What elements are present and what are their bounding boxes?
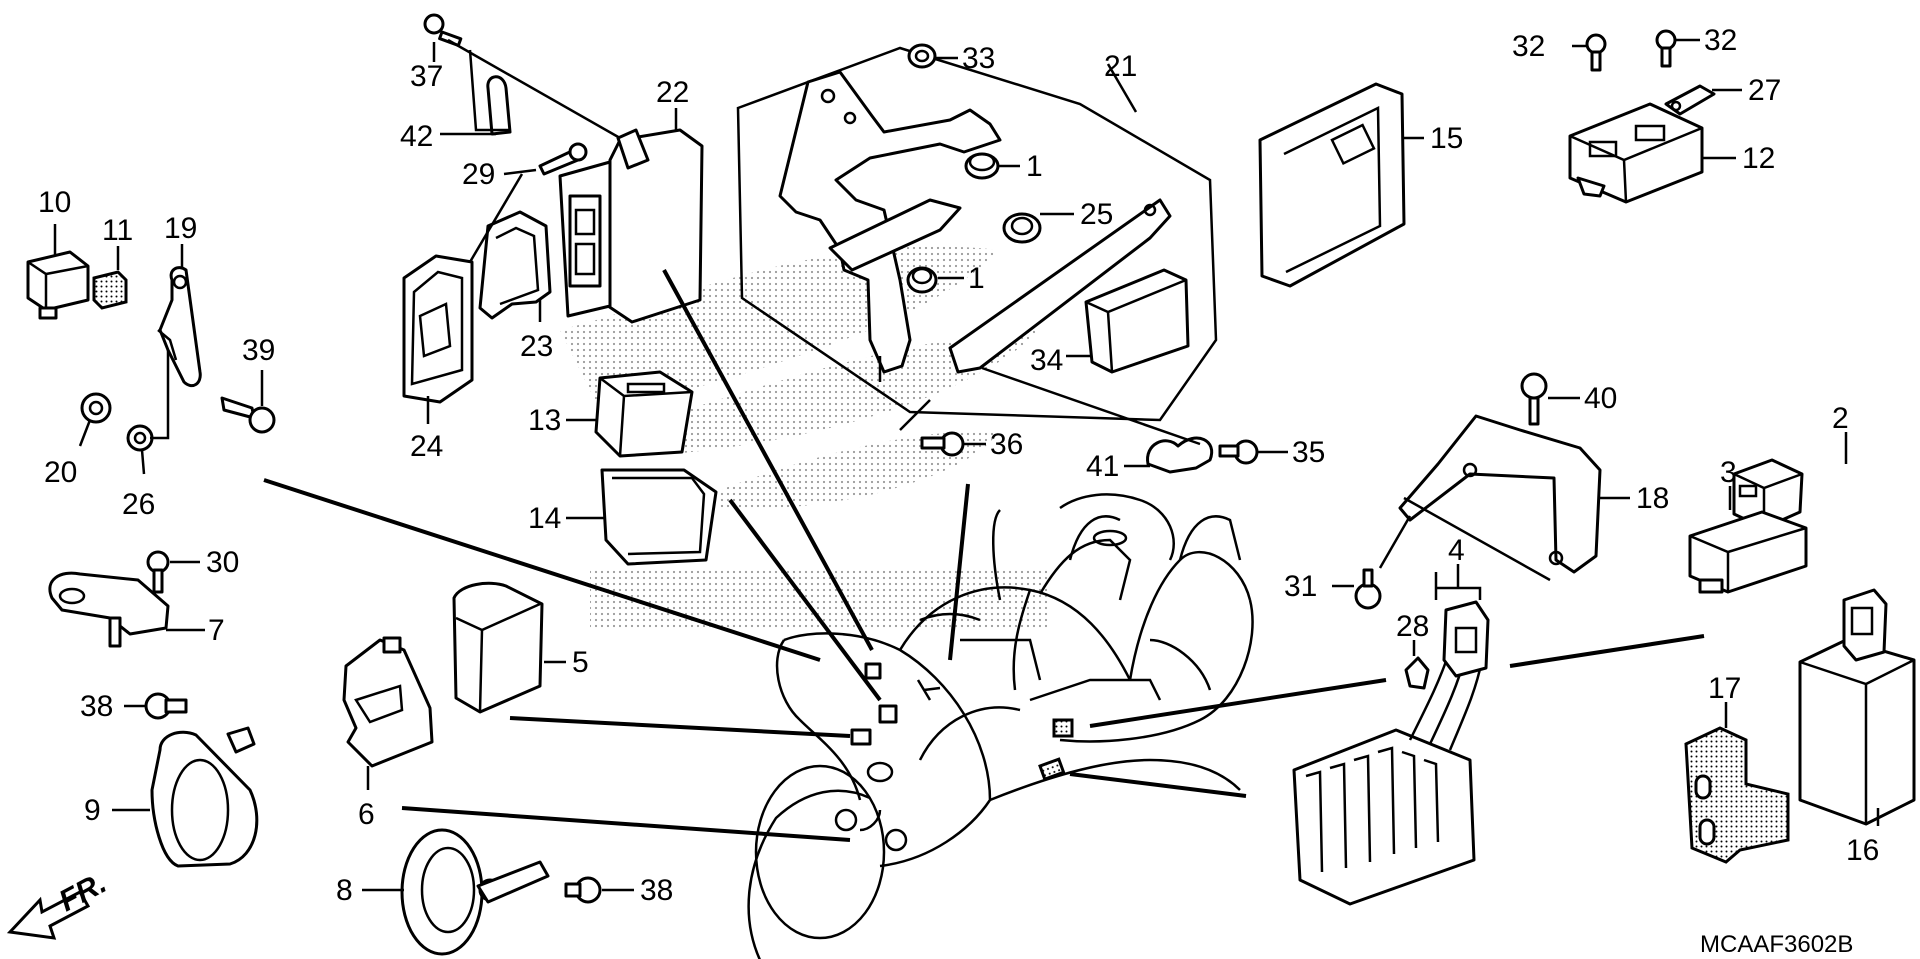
label-23: 23 bbox=[520, 330, 553, 363]
part-32-screw-left[interactable] bbox=[1572, 33, 1607, 72]
label-11: 11 bbox=[102, 214, 133, 247]
label-25: 25 bbox=[1080, 198, 1113, 231]
part-6-holder[interactable] bbox=[342, 636, 434, 790]
part-16-unit[interactable] bbox=[1798, 588, 1916, 826]
diagram-code: MCAAF3602B bbox=[1700, 931, 1853, 958]
label-2: 2 bbox=[1832, 402, 1849, 435]
label-22: 22 bbox=[656, 76, 689, 109]
part-14-module[interactable] bbox=[566, 468, 718, 566]
label-9: 9 bbox=[84, 794, 101, 827]
label-1-lower: 1 bbox=[968, 262, 985, 295]
label-27: 27 bbox=[1748, 74, 1781, 107]
label-24: 24 bbox=[410, 430, 443, 463]
part-12-unit[interactable] bbox=[1568, 102, 1736, 204]
part-40-bolt[interactable] bbox=[1520, 372, 1580, 426]
part-10-relay[interactable] bbox=[26, 224, 90, 320]
label-42: 42 bbox=[400, 120, 433, 153]
label-41: 41 bbox=[1086, 450, 1119, 483]
motorcycle-outline bbox=[747, 493, 1254, 959]
part-3-connector[interactable] bbox=[1688, 486, 1808, 594]
part-23-seal[interactable] bbox=[478, 210, 552, 322]
label-20: 20 bbox=[44, 456, 77, 489]
label-10: 10 bbox=[38, 186, 71, 219]
label-16: 16 bbox=[1846, 834, 1879, 867]
label-38-left: 38 bbox=[80, 690, 113, 723]
label-12: 12 bbox=[1742, 142, 1775, 175]
part-37-screw[interactable] bbox=[423, 13, 463, 62]
label-32-right: 32 bbox=[1704, 24, 1737, 57]
part-15-ecu[interactable] bbox=[1258, 82, 1424, 288]
part-7-sensor[interactable] bbox=[48, 571, 205, 648]
part-33-nut[interactable] bbox=[907, 43, 958, 69]
label-17: 17 bbox=[1708, 672, 1741, 705]
label-28: 28 bbox=[1396, 610, 1429, 643]
label-33: 33 bbox=[962, 42, 995, 75]
label-5: 5 bbox=[572, 646, 589, 679]
part-5-pad[interactable] bbox=[452, 581, 566, 714]
label-3: 3 bbox=[1720, 456, 1737, 489]
part-36-bolt[interactable] bbox=[920, 431, 986, 457]
part-39-bolt[interactable] bbox=[220, 370, 276, 434]
label-7: 7 bbox=[208, 614, 225, 647]
part-30-bolt[interactable] bbox=[146, 550, 200, 594]
label-36: 36 bbox=[990, 428, 1023, 461]
label-26: 26 bbox=[122, 488, 155, 521]
part-4-regulator[interactable] bbox=[1292, 564, 1490, 906]
part-27-stay[interactable] bbox=[1664, 84, 1742, 116]
label-32-left: 32 bbox=[1512, 30, 1545, 63]
label-39: 39 bbox=[242, 334, 275, 367]
label-40: 40 bbox=[1584, 382, 1617, 415]
part-32-screw-right[interactable] bbox=[1655, 29, 1700, 68]
part-18-bracket[interactable] bbox=[1398, 414, 1630, 574]
leader-lines bbox=[263, 269, 1705, 842]
part-1-grommet-lower[interactable] bbox=[906, 266, 964, 294]
label-6: 6 bbox=[358, 798, 375, 831]
label-4: 4 bbox=[1448, 534, 1465, 567]
label-37: 37 bbox=[410, 60, 443, 93]
part-8-horn[interactable] bbox=[362, 828, 550, 956]
label-34: 34 bbox=[1030, 344, 1063, 377]
part-24-bracket[interactable] bbox=[402, 254, 474, 424]
part-42-clip[interactable] bbox=[440, 49, 512, 136]
part-17-cover[interactable] bbox=[1684, 702, 1790, 864]
part-25-grommet[interactable] bbox=[1002, 212, 1074, 244]
label-31: 31 bbox=[1284, 570, 1317, 603]
part-41-clamp[interactable] bbox=[1124, 436, 1214, 474]
part-29-bolt[interactable] bbox=[503, 142, 588, 176]
part-11-pad[interactable] bbox=[92, 246, 128, 310]
part-34-pad[interactable] bbox=[1066, 268, 1190, 374]
label-21: 21 bbox=[1104, 50, 1137, 83]
label-15: 15 bbox=[1430, 122, 1463, 155]
label-29: 29 bbox=[462, 158, 495, 191]
part-2-connector[interactable] bbox=[1732, 432, 1848, 530]
part-13-module[interactable] bbox=[566, 370, 694, 458]
part-38-bolt-left[interactable] bbox=[124, 692, 188, 720]
label-30: 30 bbox=[206, 546, 239, 579]
part-31-bolt[interactable] bbox=[1332, 568, 1382, 610]
label-8: 8 bbox=[336, 874, 353, 907]
part-35-bolt[interactable] bbox=[1218, 439, 1288, 465]
label-18: 18 bbox=[1636, 482, 1669, 515]
part-1-grommet-upper[interactable] bbox=[964, 152, 1020, 180]
part-9-horn[interactable] bbox=[112, 726, 259, 868]
label-1-upper: 1 bbox=[1026, 150, 1043, 183]
part-26-washer[interactable] bbox=[126, 350, 170, 475]
label-35: 35 bbox=[1292, 436, 1325, 469]
part-20-nut[interactable] bbox=[78, 392, 112, 447]
part-21-bracket-assembly[interactable] bbox=[736, 46, 1218, 422]
label-38-right: 38 bbox=[640, 874, 673, 907]
label-19: 19 bbox=[164, 212, 197, 245]
part-19-bracket[interactable] bbox=[157, 244, 202, 388]
label-13: 13 bbox=[528, 404, 561, 437]
label-14: 14 bbox=[528, 502, 561, 535]
part-22-control-unit[interactable] bbox=[558, 108, 704, 324]
part-28-clip[interactable] bbox=[1404, 640, 1430, 690]
front-direction-arrow: FR. bbox=[6, 866, 112, 940]
part-38-bolt-right[interactable] bbox=[564, 876, 634, 904]
